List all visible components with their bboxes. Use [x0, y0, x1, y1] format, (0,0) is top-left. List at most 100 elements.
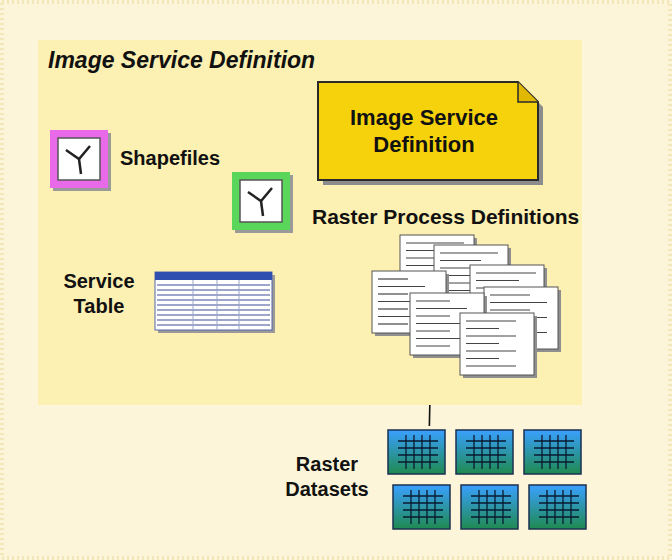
sheet-line [476, 272, 536, 273]
tile-fill [388, 430, 445, 474]
tile-grid [534, 461, 574, 462]
table-body [155, 272, 272, 330]
shapefile-icon [232, 172, 290, 230]
tile-grid [398, 447, 438, 448]
tile-grid [478, 490, 479, 524]
document-outline [318, 82, 538, 180]
table-row [157, 304, 270, 305]
tile-grid [403, 509, 443, 510]
node-label: Raster Datasets [274, 452, 380, 502]
raster-tile [524, 430, 581, 474]
tile-grid [398, 440, 438, 441]
icon-face [58, 138, 100, 180]
tile-grid [403, 495, 443, 496]
shapefile-icon-drawing [232, 172, 290, 230]
region-panel: Image Service DefinitionShapefilesImage … [38, 40, 582, 405]
tile-grid [466, 461, 506, 462]
table-row [157, 289, 270, 290]
node-label: Service Table [51, 269, 147, 319]
tile-grid [481, 435, 482, 469]
tile-grid [534, 447, 574, 448]
sheet-line [416, 315, 450, 316]
table-row [157, 284, 270, 285]
sheet-line [466, 358, 499, 359]
sheet-line [440, 252, 498, 253]
tile-fill [524, 430, 581, 474]
table-column [239, 280, 240, 330]
tile-grid [502, 490, 503, 524]
tile-grid [557, 435, 558, 469]
sheet-line [476, 280, 519, 281]
sheet [460, 313, 534, 375]
document-stack-drawing [372, 235, 560, 380]
raster-grid: Raster Datasets [388, 430, 585, 530]
tile-grid [562, 490, 563, 524]
tile-grid [471, 516, 511, 517]
sheet-line [378, 293, 408, 294]
sheet-line [466, 320, 516, 321]
sheet-line [416, 338, 467, 339]
tile-grid [398, 454, 438, 455]
raster-tile [529, 485, 586, 529]
sheet-line [378, 323, 408, 324]
tile-grid [554, 490, 555, 524]
table-column [193, 280, 194, 330]
sheet-line [416, 308, 467, 309]
raster-tile [388, 430, 445, 474]
tile-grid [539, 495, 579, 496]
sheet-line [378, 278, 408, 279]
sheet-line [378, 286, 425, 287]
tile-grid [539, 502, 579, 503]
sheet-line [490, 302, 547, 303]
tile-grid [539, 509, 579, 510]
tile-grid [403, 502, 443, 503]
tile-fill [456, 430, 513, 474]
service-table: Service Table [155, 272, 272, 330]
sheet-line [416, 323, 467, 324]
sheet-line [466, 350, 516, 351]
shapefile-icon-drawing [50, 130, 108, 188]
document-fold [518, 82, 538, 102]
tile-grid [398, 461, 438, 462]
tile-grid [410, 490, 411, 524]
tile-grid [466, 454, 506, 455]
tile-grid [570, 490, 571, 524]
raster-tile [461, 485, 518, 529]
tile-grid [471, 495, 511, 496]
icon-frame [50, 130, 108, 188]
raster-grid-drawing [388, 430, 585, 530]
sheet-line [416, 345, 450, 346]
tile-grid [494, 490, 495, 524]
document-title: Image Service Definition [334, 104, 514, 159]
table-header [155, 272, 272, 280]
tile-grid [471, 509, 511, 510]
table-row [157, 314, 270, 315]
sheet-line [466, 343, 499, 344]
sheet-line [378, 308, 408, 309]
sheet-line [416, 330, 450, 331]
tile-grid [539, 516, 579, 517]
definition-document: Image Service Definition [318, 82, 538, 180]
line-feature [79, 159, 81, 174]
table-column [217, 280, 218, 330]
tile-fill [461, 485, 518, 529]
line-feature [66, 146, 90, 159]
raster-tile [456, 430, 513, 474]
sheet-line [406, 242, 464, 243]
table-row [157, 309, 270, 310]
line-feature [248, 188, 272, 201]
tile-grid [413, 435, 414, 469]
tile-grid [473, 435, 474, 469]
tile-grid [549, 435, 550, 469]
table-row [157, 299, 270, 300]
tile-fill [529, 485, 586, 529]
process-sheet [460, 313, 537, 378]
node-label: Raster Process Definitions [312, 204, 579, 230]
tile-grid [466, 447, 506, 448]
sheet-line [466, 335, 516, 336]
sheet-line [466, 328, 499, 329]
service-table-drawing [155, 272, 272, 330]
icon-face [240, 180, 282, 222]
tile-grid [429, 435, 430, 469]
